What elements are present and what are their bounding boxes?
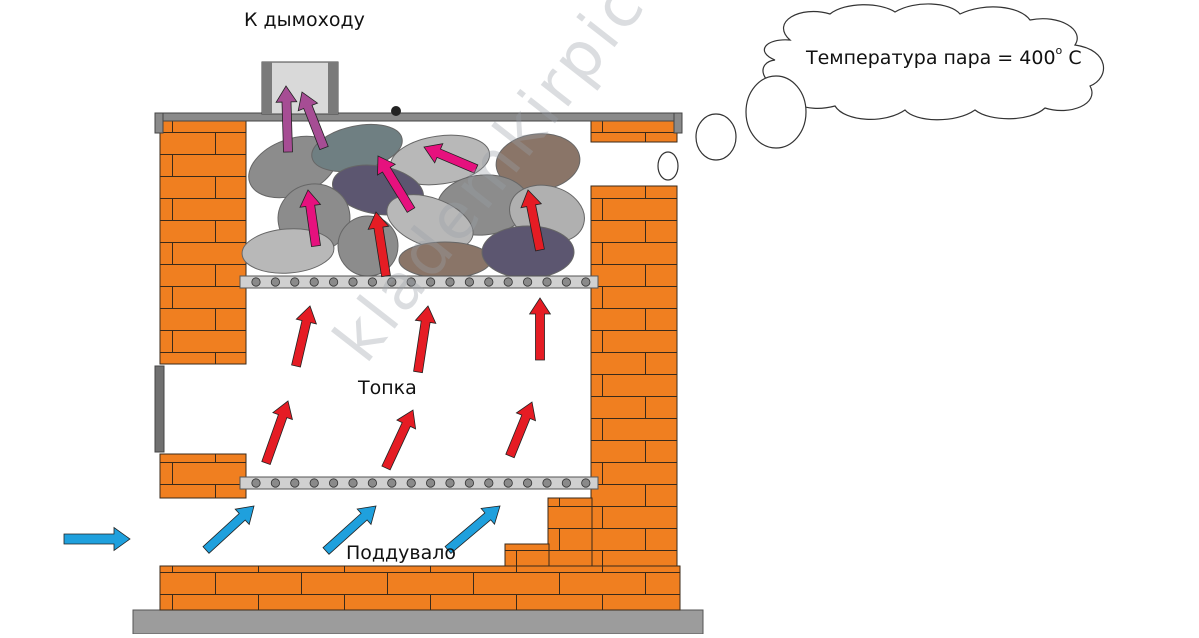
- steam-hole-knob: [391, 106, 401, 116]
- grate-hole: [464, 277, 474, 287]
- grate-hole: [270, 478, 280, 488]
- steam-temperature-unit: С: [1062, 47, 1082, 69]
- grate-hole: [309, 478, 319, 488]
- grate-hole: [367, 478, 377, 488]
- grate-hole: [328, 478, 339, 488]
- steam-cloud: [657, 3, 1105, 181]
- grate-hole: [270, 277, 280, 287]
- grate-hole: [503, 478, 513, 488]
- heat-arrow: [381, 409, 417, 471]
- grate-hole: [290, 478, 300, 488]
- grate-hole: [251, 277, 261, 287]
- grate-hole: [522, 277, 533, 287]
- heat-arrow: [261, 400, 293, 466]
- grate-hole: [581, 478, 591, 488]
- grate-hole: [290, 277, 300, 287]
- right-step-2: [504, 543, 550, 567]
- plate-left-lip: [154, 112, 164, 134]
- air-arrow: [202, 505, 255, 554]
- grate-hole: [251, 478, 261, 488]
- chimney-wall-left: [262, 62, 272, 114]
- grate-hole: [464, 478, 474, 488]
- steam-temperature-label: Температура пара = 400o С: [806, 44, 1082, 69]
- steam-arrow: [299, 189, 322, 248]
- heat-arrow: [367, 211, 391, 278]
- grate-hole: [425, 277, 436, 287]
- air-arrow: [444, 505, 501, 554]
- grate-hole: [406, 478, 416, 488]
- grate-hole: [542, 478, 552, 488]
- steam-arrow: [377, 155, 416, 213]
- right-wall: [590, 185, 678, 567]
- upper-grate: [239, 275, 599, 289]
- steam-arrow: [423, 143, 479, 174]
- degree-sign: o: [1055, 44, 1063, 57]
- ashpit-label: Поддувало: [346, 542, 457, 564]
- cloud-puff-2: [695, 113, 737, 161]
- left-wall-upper: [159, 119, 247, 365]
- grate-hole: [348, 478, 358, 488]
- grate-hole: [581, 277, 591, 287]
- grate-hole: [387, 277, 397, 287]
- right-wall-top: [590, 119, 678, 143]
- grate-hole: [406, 277, 416, 287]
- top-steel-plate: [154, 112, 683, 122]
- flow-arrows: [63, 85, 552, 555]
- grate-hole: [425, 478, 436, 488]
- grate-hole: [445, 277, 455, 287]
- brick-floor: [159, 565, 681, 611]
- grate-hole: [484, 478, 494, 488]
- foundation-slab: [132, 609, 704, 635]
- cloud-puff-1: [745, 75, 807, 149]
- chimney-label: К дымоходу: [244, 9, 365, 31]
- grate-hole: [348, 277, 358, 287]
- left-wall-lower: [159, 453, 247, 499]
- plate-right-lip: [673, 112, 683, 134]
- heat-arrow: [291, 305, 318, 368]
- heat-arrow: [505, 401, 537, 459]
- steam-temperature-value: Температура пара = 400: [806, 47, 1056, 69]
- grate-hole: [561, 478, 572, 488]
- grate-hole: [522, 478, 533, 488]
- grate-hole: [309, 277, 319, 287]
- chimney-wall-right: [328, 62, 338, 114]
- firebox-door: [154, 365, 165, 453]
- firebox-label: Топка: [358, 377, 417, 399]
- grate-hole: [561, 277, 572, 287]
- grate-hole: [503, 277, 513, 287]
- heat-arrow: [528, 297, 552, 361]
- heat-arrow: [520, 189, 545, 252]
- smoke-arrow: [275, 85, 298, 153]
- smoke-arrow: [297, 91, 329, 151]
- air-inlet-arrow: [63, 526, 131, 552]
- cloud-puff-3: [657, 151, 679, 181]
- grate-hole: [367, 277, 377, 287]
- grate-hole: [484, 277, 494, 287]
- grate-hole: [328, 277, 339, 287]
- grate-hole: [387, 478, 397, 488]
- grate-hole: [445, 478, 455, 488]
- air-arrow: [322, 505, 377, 555]
- stone: [481, 225, 575, 279]
- right-step-1: [547, 497, 593, 567]
- heat-arrow: [413, 305, 437, 374]
- lower-grate: [239, 476, 599, 490]
- grate-hole: [542, 277, 552, 287]
